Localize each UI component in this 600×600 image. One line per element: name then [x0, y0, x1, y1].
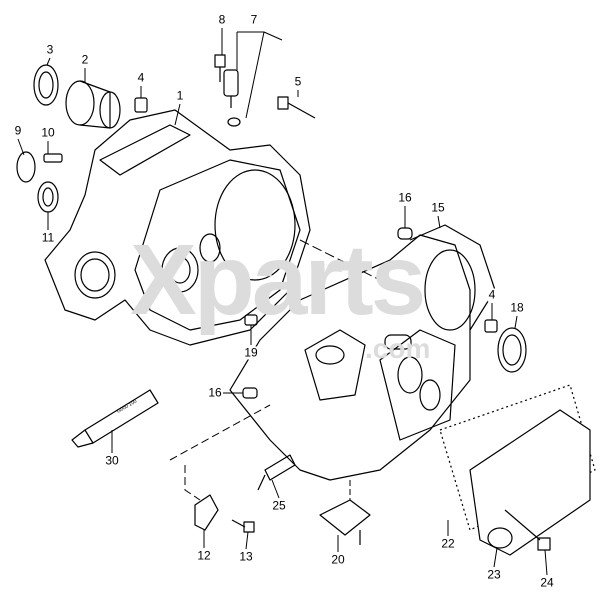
callout-8: 8 [217, 12, 227, 27]
callout-11: 11 [40, 230, 56, 245]
callout-2: 2 [80, 52, 90, 67]
callout-3: 3 [45, 42, 55, 57]
bolt-13 [231, 519, 255, 533]
callout-4: 4 [487, 287, 497, 302]
cover-23 [469, 409, 591, 556]
callout-15: 15 [430, 200, 446, 215]
callout-16: 16 [397, 190, 413, 205]
callout-16: 16 [207, 385, 223, 400]
gasket-22 [439, 384, 596, 531]
callout-22: 22 [440, 536, 456, 551]
sender-7 [223, 69, 241, 127]
callout-4: 4 [136, 70, 146, 85]
callout-30: 30 [104, 453, 120, 468]
callout-5: 5 [293, 74, 303, 89]
bracket-20 [319, 499, 371, 545]
callout-20: 20 [330, 552, 346, 567]
callout-12: 12 [196, 548, 212, 563]
sensor-25 [257, 454, 296, 491]
seal-9 [16, 151, 36, 183]
callout-23: 23 [486, 567, 502, 582]
callout-25: 25 [271, 498, 287, 513]
watermark: Xparts [130, 224, 426, 336]
seal-11 [37, 181, 59, 213]
watermark-suffix: .com [365, 333, 431, 364]
callout-7: 7 [249, 12, 259, 27]
callout-10: 10 [40, 125, 56, 140]
svg-text:G000 100: G000 100 [116, 398, 138, 414]
plug-4 [134, 97, 148, 113]
bolt-10 [43, 153, 63, 163]
clutch-housing [44, 109, 311, 346]
callout-18: 18 [509, 300, 525, 315]
callout-9: 9 [13, 123, 23, 138]
callout-19: 19 [243, 345, 259, 360]
bolt-8 [214, 54, 226, 82]
gearbox-housing [229, 224, 496, 481]
bolt-5 [277, 96, 316, 119]
bolt-24 [504, 509, 551, 551]
flange-2 [65, 80, 121, 129]
seal-18 [497, 327, 527, 373]
sender-12 [194, 494, 219, 531]
callout-1: 1 [175, 88, 185, 103]
callout-24: 24 [539, 575, 555, 590]
sealant-tube-30: G000 100 [71, 389, 159, 448]
leader-lines [17, 28, 548, 576]
seal-ring-3 [33, 64, 59, 106]
plug-4b [484, 319, 498, 333]
callout-13: 13 [238, 549, 254, 564]
